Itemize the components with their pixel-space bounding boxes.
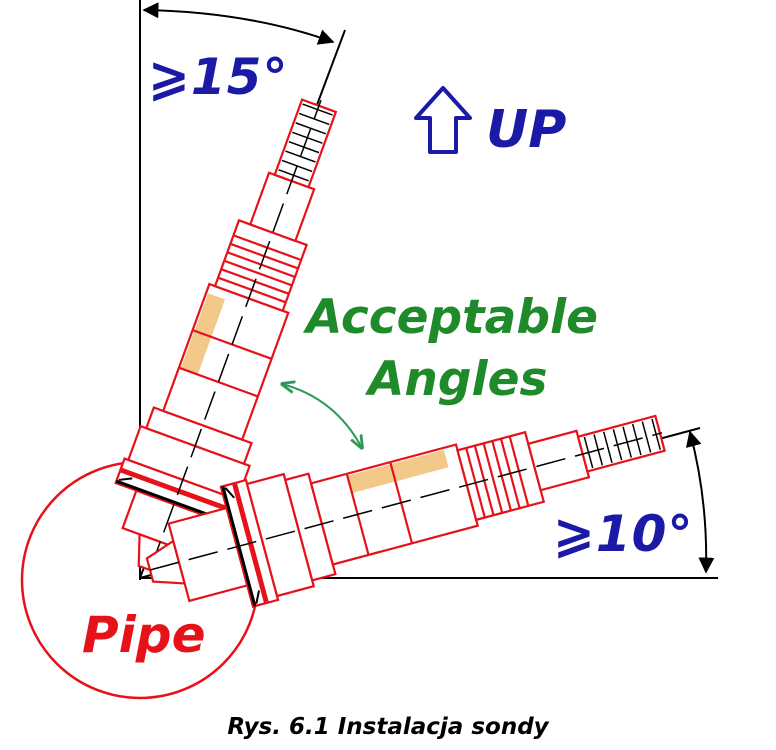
acceptable-label-line2: Angles [368,352,548,407]
pipe-label: Pipe [82,606,206,664]
up-label: UP [486,100,567,160]
right-angle-label: ⩾10° [553,505,694,563]
up-arrow-icon [414,86,472,154]
right-angle-arc [685,430,715,574]
top-angle-label: ⩾15° [148,48,289,106]
acceptable-label-line1: Acceptable [306,290,598,345]
lower-probe [145,414,667,608]
acceptable-range-arrow [282,384,362,448]
top-angle-arc [142,2,335,45]
figure-caption: Rys. 6.1 Instalacja sondy [227,714,549,740]
